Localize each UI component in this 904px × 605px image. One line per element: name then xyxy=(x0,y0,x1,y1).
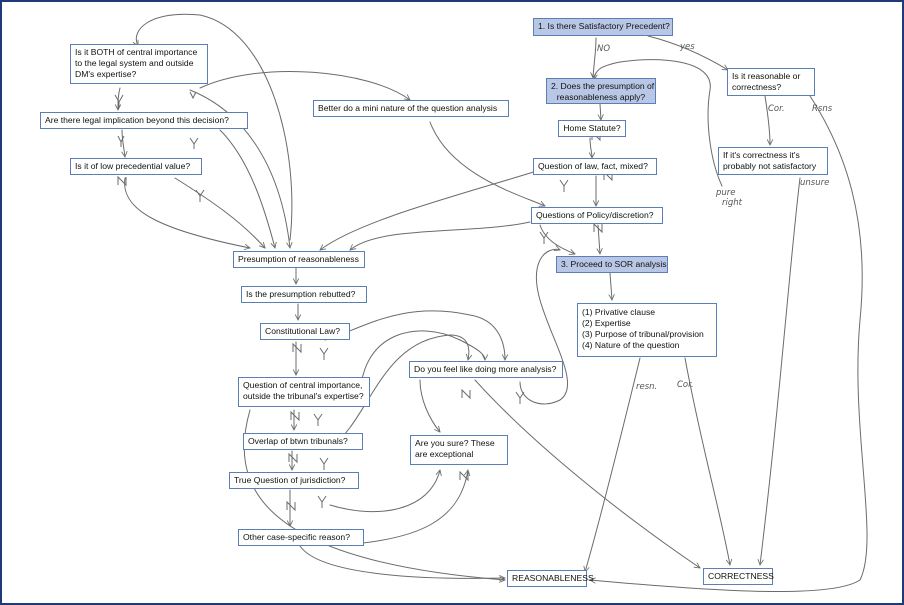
edge-low-pres-y xyxy=(174,177,265,248)
edge-more-correct xyxy=(474,379,700,568)
edge-central-more xyxy=(359,330,485,401)
node-presumption-apply: 2. Does the presumption of reasonablenes… xyxy=(546,78,656,104)
node-home-statute: Home Statute? xyxy=(558,120,626,137)
node-legal-implication: Are there legal implication beyond this … xyxy=(40,112,248,129)
node-mini-nature: Better do a mini nature of the question … xyxy=(313,100,509,117)
edge-rsns-reason xyxy=(590,95,868,593)
edge-apply-home xyxy=(600,103,601,120)
node-sor-factors: (1) Privative clause (2) Expertise (3) P… xyxy=(577,303,717,357)
edge-policy-sor xyxy=(598,224,600,254)
edge-low-pres-n xyxy=(124,177,250,248)
edge-other-reason xyxy=(299,545,505,578)
node-are-you-sure: Are you sure? These are exceptional xyxy=(410,435,508,465)
edge-central-pres xyxy=(189,89,290,248)
node-constitutional-law: Constitutional Law? xyxy=(260,323,350,340)
node-presumption-rebutted: Is the presumption rebutted? xyxy=(241,286,367,303)
node-more-analysis: Do you feel like doing more analysis? xyxy=(409,361,563,378)
label-cor-2: Cor. xyxy=(677,380,694,390)
node-low-precedential: Is it of low precedential value? xyxy=(70,158,202,175)
edge-more-sor xyxy=(519,249,568,405)
node-reasonableness: REASONABLENESS xyxy=(507,570,594,587)
edge-unsure-correct xyxy=(760,177,801,565)
edge-factors-reason xyxy=(585,357,641,572)
edge-policy-pres xyxy=(350,221,531,250)
edge-legal-pres xyxy=(219,129,275,248)
edge-overlap-more xyxy=(329,334,469,449)
label-pure-right-2: right xyxy=(722,198,742,208)
edge-true-sure xyxy=(329,470,440,513)
label-unsure: unsure xyxy=(800,178,830,188)
label-yes: yes xyxy=(680,42,695,52)
edge-more-sure xyxy=(419,379,440,432)
node-policy-discretion: Questions of Policy/discretion? xyxy=(531,207,663,224)
node-reasonable-or-correctness: Is it reasonable or correctness? xyxy=(727,68,815,96)
node-overlap-tribunals: Overlap of btwn tribunals? xyxy=(243,433,363,450)
edge-central-mini xyxy=(199,71,410,100)
node-central-importance-tribunal: Question of central importance, outside … xyxy=(238,377,370,407)
edge-legal-low xyxy=(122,129,125,157)
node-proceed-sor: 3. Proceed to SOR analysis xyxy=(556,256,668,273)
node-correctness: CORRECTNESS xyxy=(703,568,774,585)
edge-sor-factors xyxy=(610,272,612,300)
edge-question-pres xyxy=(320,169,541,250)
node-true-jurisdiction: True Question of jurisdiction? xyxy=(229,472,359,489)
edge-factors-correct xyxy=(684,357,730,565)
edge-home-question xyxy=(590,137,592,158)
node-satisfactory-precedent: 1. Is there Satisfactory Precedent? xyxy=(533,18,673,36)
node-presumption-reasonableness: Presumption of reasonableness xyxy=(233,251,365,268)
node-probably-not-satisfactory: If it's correctness it's probably not sa… xyxy=(718,147,828,175)
edge-mini-policy xyxy=(429,121,545,206)
label-pure-right-1: pure xyxy=(716,188,736,198)
edge-other-sure xyxy=(339,470,468,546)
edge-policy-sor-b xyxy=(539,224,575,254)
edge-const-more xyxy=(324,310,505,360)
edge-rc-probably xyxy=(764,95,770,145)
label-rsns: Rsns xyxy=(812,104,833,114)
label-resn: resn. xyxy=(636,382,658,392)
node-central-importance: Is it BOTH of central importance to the … xyxy=(70,44,208,84)
label-cor-1: Cor. xyxy=(768,104,785,114)
edge-precedent-no xyxy=(593,37,596,78)
edge-precedent-yes xyxy=(647,35,728,71)
node-other-reason: Other case-specific reason? xyxy=(238,529,364,546)
edge-central-legal xyxy=(118,87,120,110)
node-question-law-fact: Question of law, fact, mixed? xyxy=(533,158,657,175)
edge-pure-right-loop xyxy=(594,59,723,187)
edge-loop-central xyxy=(136,13,293,241)
label-no: NO xyxy=(597,44,611,54)
